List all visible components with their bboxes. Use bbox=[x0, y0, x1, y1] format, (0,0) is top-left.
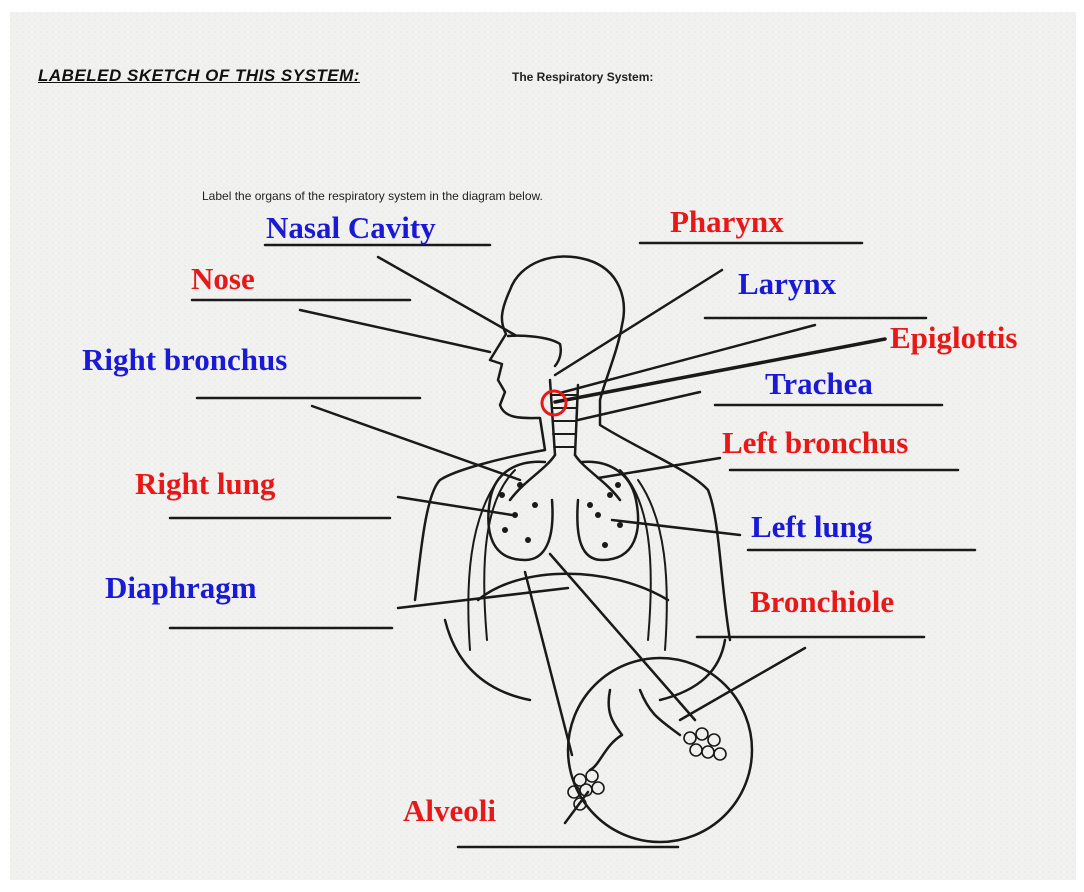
leader-alveoli-a bbox=[525, 572, 572, 755]
label-larynx: Larynx bbox=[738, 268, 836, 299]
leader-trachea bbox=[578, 392, 700, 420]
label-alveoli: Alveoli bbox=[403, 795, 496, 826]
label-nasal-cavity: Nasal Cavity bbox=[266, 212, 436, 243]
label-trachea: Trachea bbox=[765, 368, 873, 399]
label-right-bronchus: Right bronchus bbox=[82, 344, 287, 375]
label-nose: Nose bbox=[191, 263, 255, 294]
leader-diaphragm bbox=[398, 588, 568, 608]
label-left-bronchus: Left bronchus bbox=[722, 427, 908, 458]
ribcage-left bbox=[620, 470, 667, 650]
label-pharynx: Pharynx bbox=[670, 206, 784, 237]
label-diaphragm: Diaphragm bbox=[105, 572, 257, 603]
leader-nasal-cavity bbox=[378, 257, 515, 335]
torso-lower-left bbox=[445, 620, 530, 700]
nasal-passage bbox=[508, 336, 561, 366]
leader-left-bronchus bbox=[598, 458, 720, 478]
right-lung-outline bbox=[488, 462, 552, 560]
label-epiglottis: Epiglottis bbox=[890, 322, 1017, 353]
leader-right-bronchus bbox=[312, 406, 520, 480]
label-bronchiole: Bronchiole bbox=[750, 586, 894, 617]
leader-left-lung bbox=[612, 520, 740, 535]
leader-pharynx bbox=[555, 270, 722, 375]
leader-nose bbox=[300, 310, 490, 352]
head-outline bbox=[415, 257, 588, 600]
label-left-lung: Left lung bbox=[751, 511, 872, 542]
magnified-bronchiole bbox=[590, 690, 680, 770]
leader-bronchiole-a bbox=[550, 554, 695, 720]
label-right-lung: Right lung bbox=[135, 468, 275, 499]
